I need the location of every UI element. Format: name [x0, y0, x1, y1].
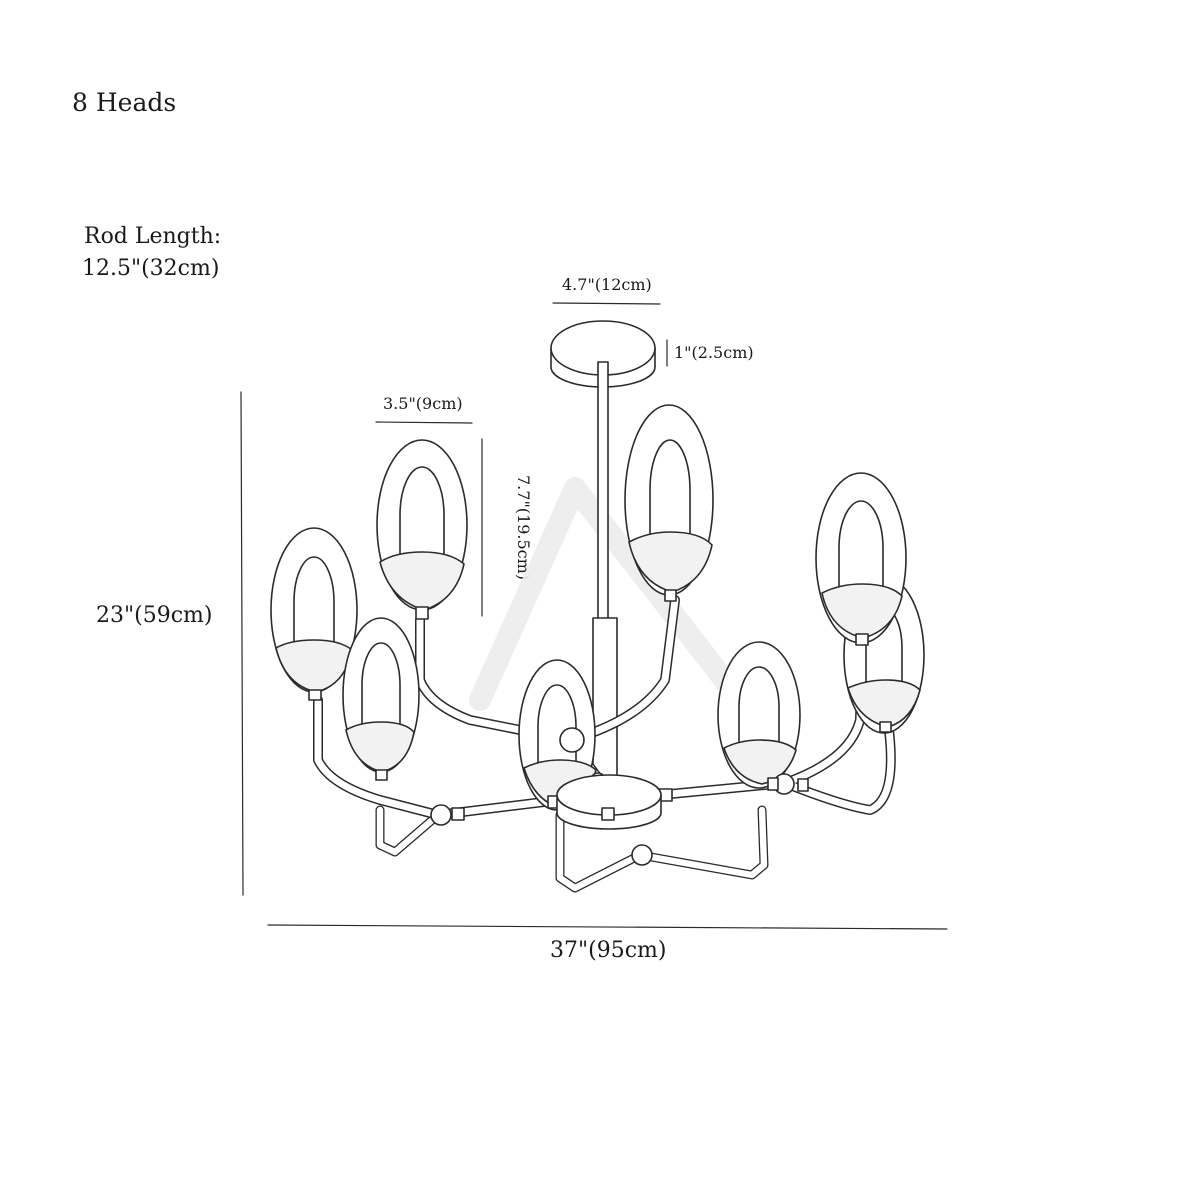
rod-length-label: Rod Length:: [84, 224, 222, 249]
shade-width-label: 3.5"(9cm): [383, 394, 463, 413]
dimension-lines: [240, 302, 948, 930]
center-rod: [592, 361, 618, 779]
shade-left-near: [342, 617, 420, 781]
total-height-line: [240, 391, 244, 896]
shade-right-top: [815, 472, 907, 646]
total-width-line: [267, 924, 948, 930]
canopy-height-label: 1"(2.5cm): [674, 343, 754, 362]
shade-left-far: [270, 527, 358, 701]
shade-right-center: [717, 641, 801, 789]
total-width-label: 37"(95cm): [550, 938, 667, 963]
shade-left-top: [376, 439, 468, 620]
center-hub: [556, 774, 662, 830]
shade-center-top: [624, 404, 714, 602]
watermark-logo: [469, 477, 751, 711]
shade-center-back: [518, 659, 597, 811]
total-height-label: 23"(59cm): [96, 603, 213, 628]
canopy-width-label: 4.7"(12cm): [562, 275, 652, 294]
canopy-width-line: [552, 302, 661, 305]
page-title: 8 Heads: [72, 88, 177, 117]
rod-length-value: 12.5"(32cm): [82, 256, 220, 281]
shade-width-line: [375, 421, 473, 424]
